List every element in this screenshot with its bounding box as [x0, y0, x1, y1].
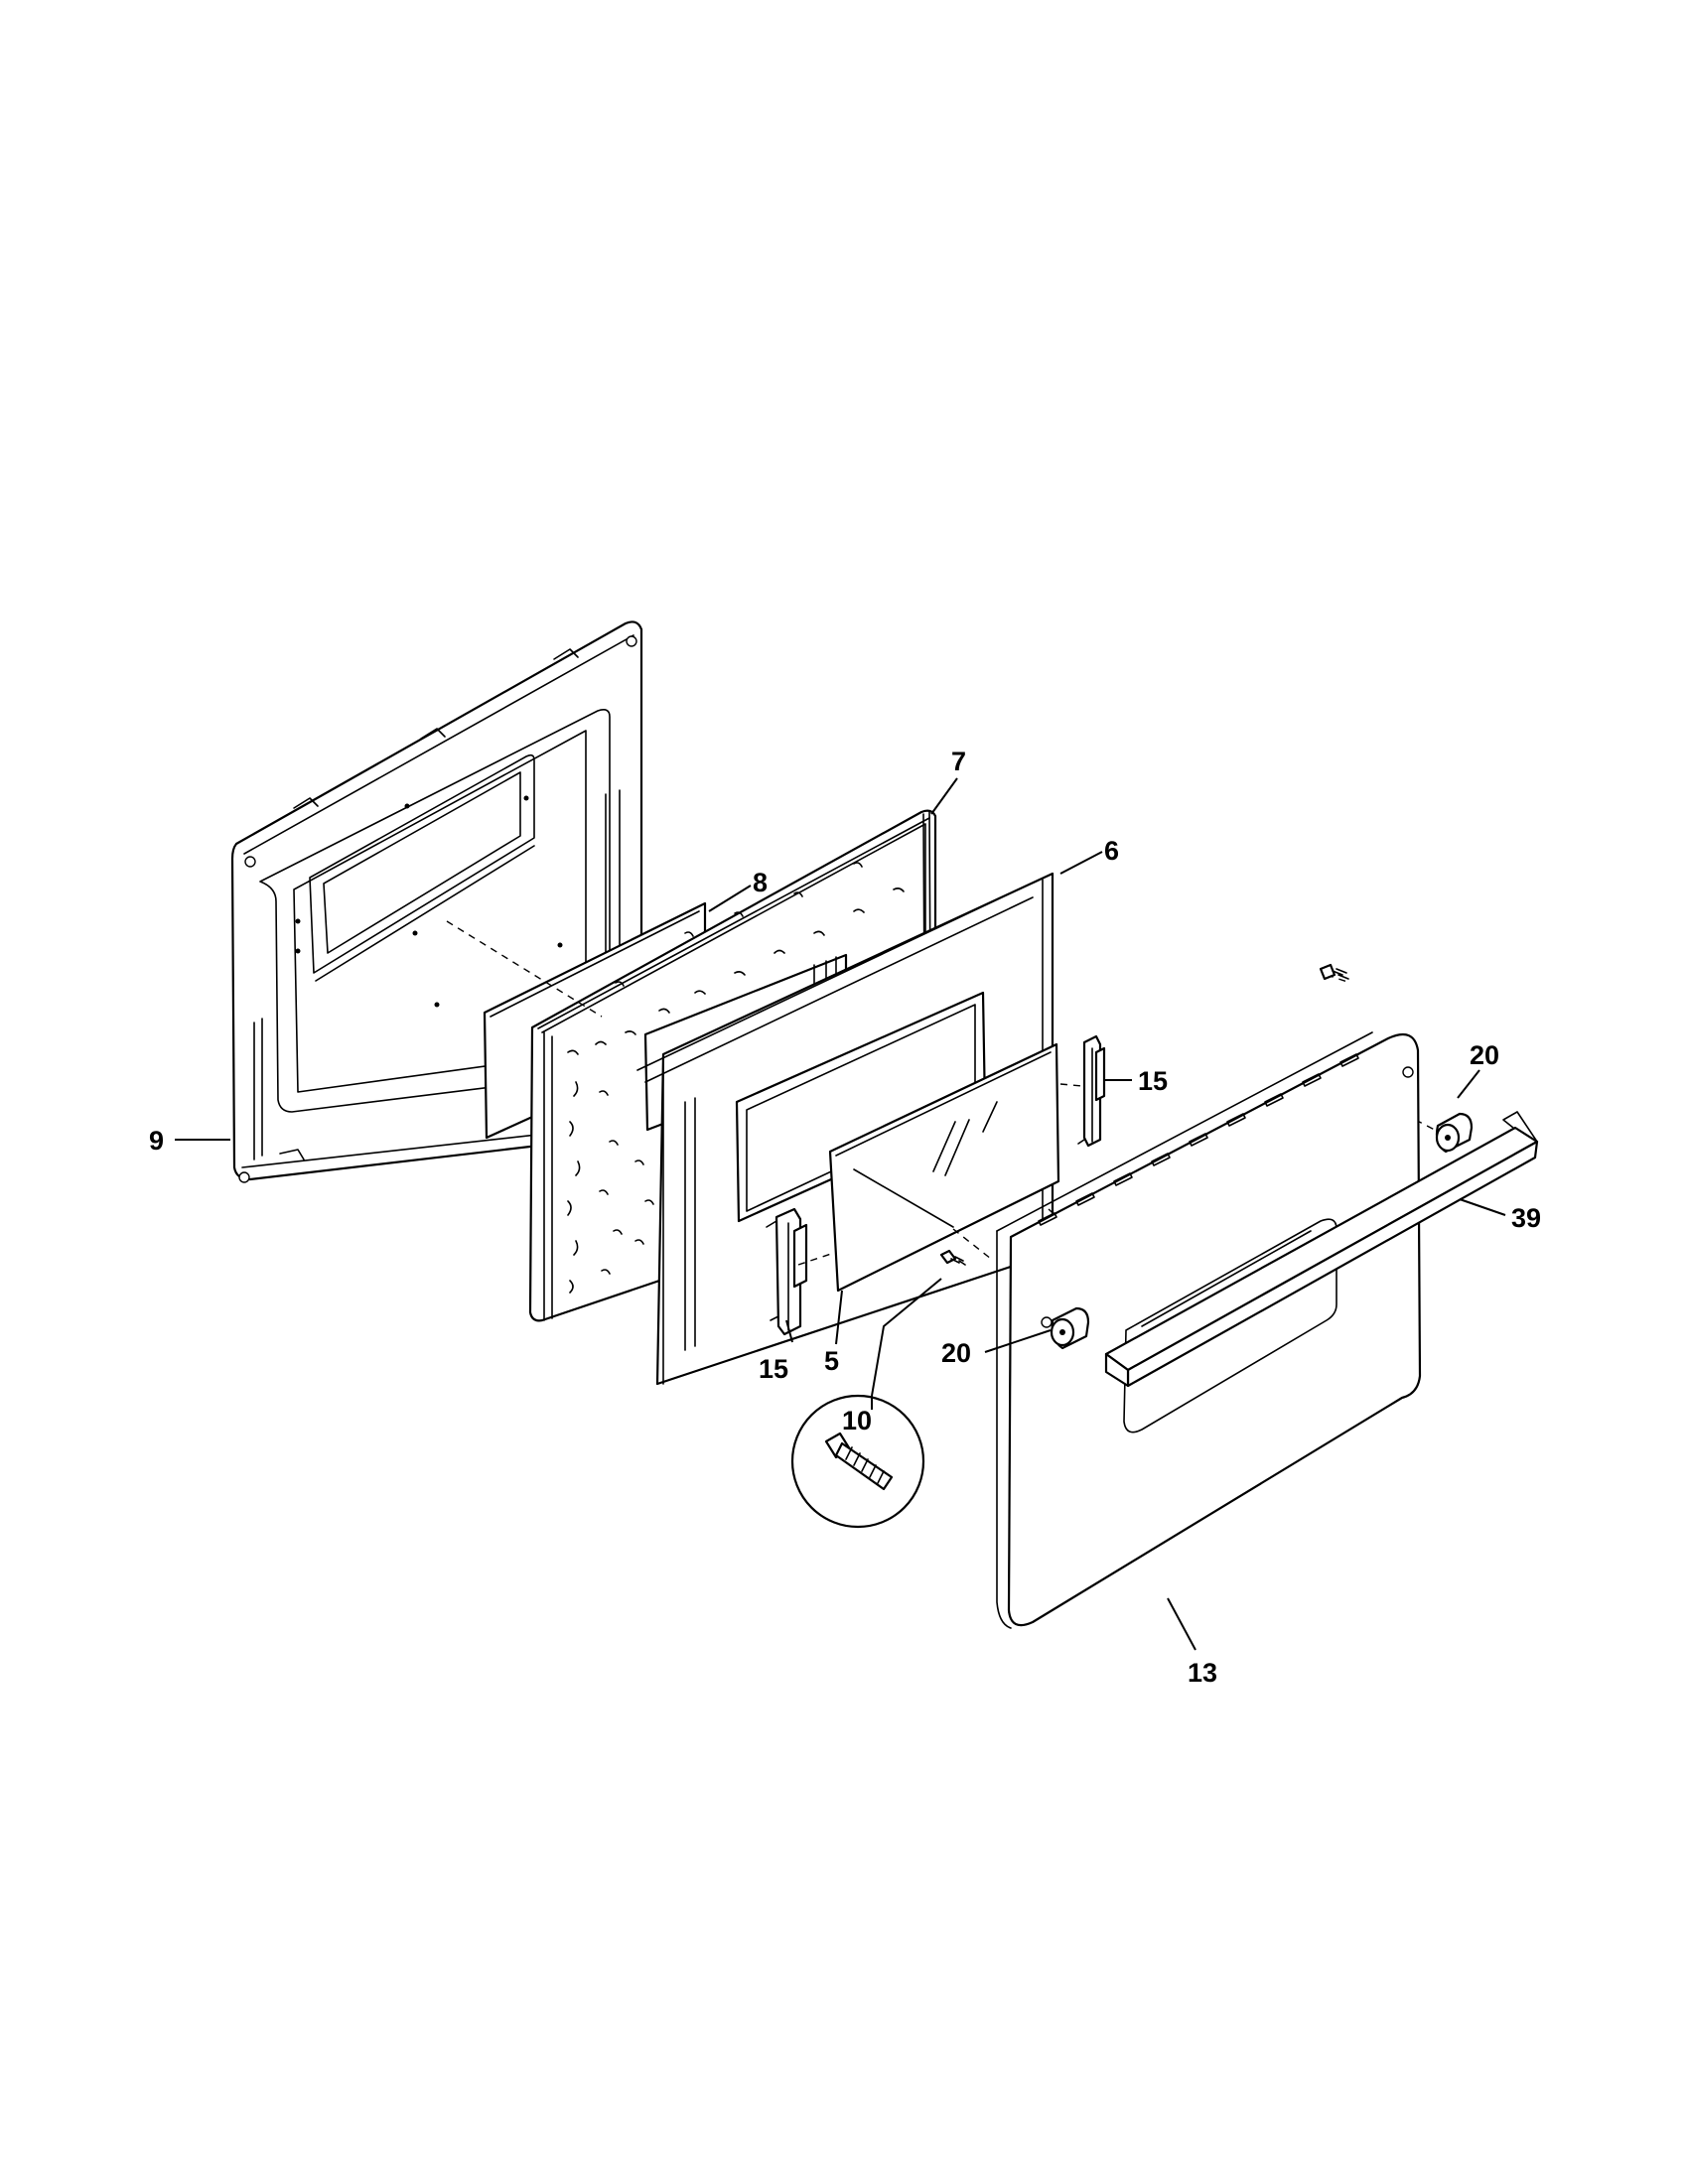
callout-7: 7 [951, 747, 966, 776]
callout-13: 13 [1188, 1658, 1217, 1688]
callout-9: 9 [149, 1126, 164, 1156]
callout-10: 10 [842, 1406, 872, 1435]
callout-20-upper: 20 [1470, 1040, 1499, 1070]
part-20-spacer-upper [1435, 1112, 1474, 1154]
callout-39: 39 [1511, 1203, 1541, 1233]
leader-lines [175, 777, 1506, 1651]
part-10-screw-top [1319, 963, 1349, 981]
part-10-screw-small [939, 1249, 966, 1266]
callout-20-lower: 20 [941, 1338, 971, 1368]
part-5-outer-glass [828, 1042, 1060, 1293]
callout-labels: 9 8 7 6 15 15 5 10 20 20 39 13 [149, 747, 1541, 1688]
part-15-hinge-bracket-right [1077, 1034, 1106, 1148]
callout-6: 6 [1104, 836, 1119, 866]
part-10-screw-detail-inset [790, 1278, 942, 1529]
callout-15-right: 15 [1138, 1066, 1168, 1096]
callout-15-left: 15 [759, 1354, 788, 1384]
callout-5: 5 [824, 1346, 839, 1376]
part-39-door-handle [1104, 1111, 1539, 1388]
part-20-spacer-lower [1050, 1306, 1090, 1350]
part-15-hinge-bracket-left [766, 1207, 808, 1336]
callout-8: 8 [753, 868, 768, 897]
